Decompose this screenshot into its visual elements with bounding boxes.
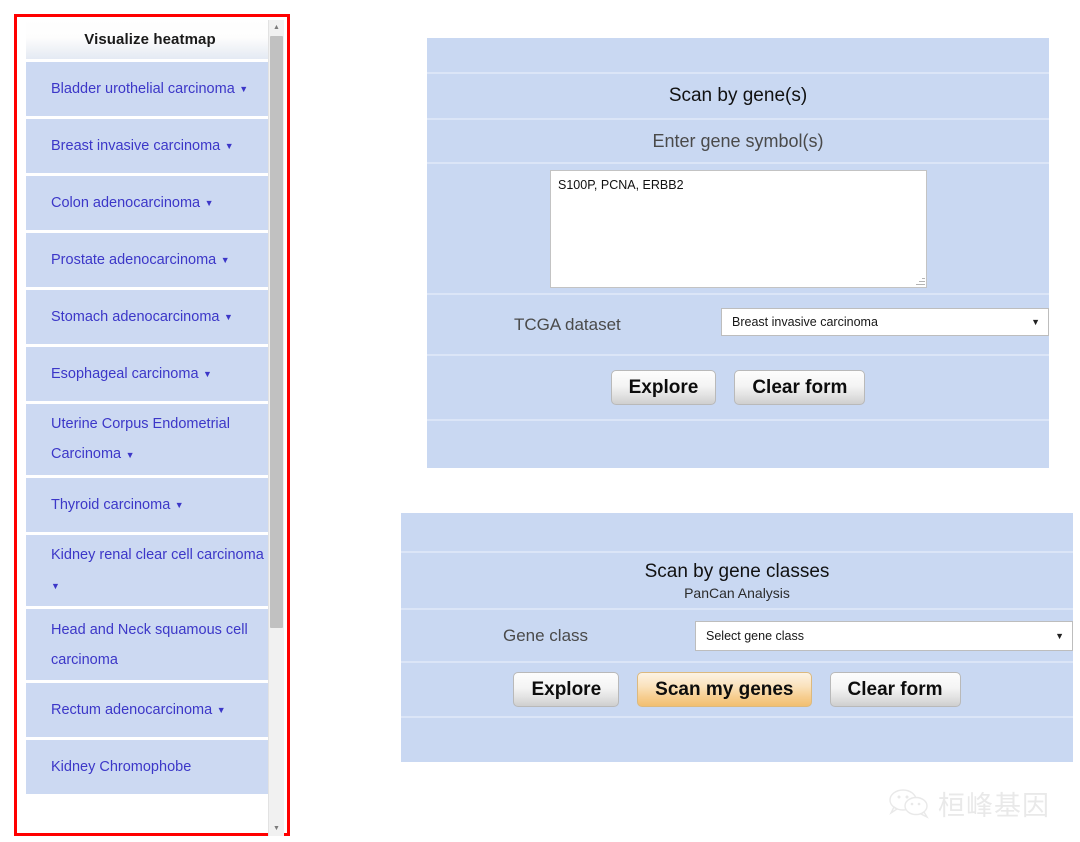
scroll-down-arrow-icon[interactable]: ▼ <box>269 821 284 836</box>
sidebar-item-label: Stomach adenocarcinoma ▼ <box>51 308 233 325</box>
chevron-down-icon[interactable]: ▼ <box>172 500 184 511</box>
sidebar-item-11[interactable]: Kidney Chromophobe <box>26 737 274 794</box>
classes-spacer-top <box>401 513 1073 553</box>
gene-textarea-row <box>427 164 1049 295</box>
gene-input-label: Enter gene symbol(s) <box>652 130 824 151</box>
gene-symbols-input[interactable] <box>550 170 927 288</box>
gene-class-select[interactable]: Select gene class ▼ <box>695 621 1073 651</box>
sidebar-item-label: Breast invasive carcinoma ▼ <box>51 137 234 154</box>
clear-form-button-classes[interactable]: Clear form <box>829 672 961 707</box>
scan-by-gene-classes-title-row: Scan by gene classes PanCan Analysis <box>401 553 1073 610</box>
sidebar-item-4[interactable]: Stomach adenocarcinoma ▼ <box>26 287 274 344</box>
tcga-dataset-row: TCGA dataset Breast invasive carcinoma ▼ <box>427 295 1049 356</box>
gene-input-label-row: Enter gene symbol(s) <box>427 120 1049 164</box>
panel-spacer-bottom <box>427 421 1049 468</box>
sidebar-item-0[interactable]: Bladder urothelial carcinoma ▼ <box>26 59 274 116</box>
scrollbar-thumb[interactable] <box>270 36 283 628</box>
sidebar-item-8[interactable]: Kidney renal clear cell carcinoma ▼ <box>26 532 274 606</box>
chevron-down-icon: ▼ <box>1055 631 1064 641</box>
chevron-down-icon[interactable]: ▼ <box>202 198 214 209</box>
chevron-down-icon[interactable]: ▼ <box>221 312 233 323</box>
sidebar-item-label: Head and Neck squamous cell carcinoma <box>51 621 248 668</box>
explore-button-genes[interactable]: Explore <box>610 370 717 405</box>
chevron-down-icon[interactable]: ▼ <box>123 449 135 460</box>
watermark-text: 桓峰基因 <box>938 791 1050 822</box>
chevron-down-icon[interactable]: ▼ <box>236 84 249 95</box>
sidebar-item-label: Colon adenocarcinoma ▼ <box>51 194 214 211</box>
scroll-up-arrow-icon[interactable]: ▲ <box>269 20 284 35</box>
sidebar-list: Visualize heatmap Bladder urothelial car… <box>26 20 274 794</box>
sidebar-scrollbar[interactable]: ▲ ▼ <box>268 20 284 836</box>
chevron-down-icon[interactable]: ▼ <box>200 369 212 380</box>
sidebar-item-9[interactable]: Head and Neck squamous cell carcinoma <box>26 606 274 680</box>
wechat-logo-icon <box>889 788 929 819</box>
tcga-dataset-label: TCGA dataset <box>514 315 621 334</box>
chevron-down-icon[interactable]: ▼ <box>51 580 60 591</box>
watermark: 桓峰基因 <box>888 784 1050 823</box>
scan-my-genes-button[interactable]: Scan my genes <box>637 672 812 707</box>
sidebar-item-1[interactable]: Breast invasive carcinoma ▼ <box>26 116 274 173</box>
sidebar-item-7[interactable]: Thyroid carcinoma ▼ <box>26 475 274 532</box>
chevron-down-icon[interactable]: ▼ <box>214 705 226 716</box>
scan-by-gene-classes-title: Scan by gene classes <box>644 560 830 582</box>
classes-spacer-bottom <box>401 718 1073 762</box>
sidebar-item-2[interactable]: Colon adenocarcinoma ▼ <box>26 173 274 230</box>
scan-by-genes-title: Scan by gene(s) <box>668 85 808 106</box>
panel-spacer-top <box>427 38 1049 74</box>
tcga-dataset-select-value: Breast invasive carcinoma <box>732 315 878 329</box>
chevron-down-icon: ▼ <box>1031 317 1040 327</box>
sidebar-item-label: Thyroid carcinoma ▼ <box>51 496 184 513</box>
tcga-dataset-select[interactable]: Breast invasive carcinoma ▼ <box>721 308 1049 336</box>
chevron-down-icon[interactable]: ▼ <box>222 141 234 152</box>
sidebar-item-6[interactable]: Uterine Corpus Endometrial Carcinoma ▼ <box>26 401 274 475</box>
scan-by-genes-actions-row: Explore Clear form <box>427 356 1049 421</box>
sidebar-highlight-box: Visualize heatmap Bladder urothelial car… <box>14 14 290 836</box>
gene-class-select-value: Select gene class <box>706 629 804 643</box>
sidebar-item-10[interactable]: Rectum adenocarcinoma ▼ <box>26 680 274 737</box>
gene-class-label: Gene class <box>503 626 589 645</box>
gene-class-row: Gene class Select gene class ▼ <box>401 610 1073 663</box>
scan-by-genes-panel: Scan by gene(s) Enter gene symbol(s) TCG… <box>427 38 1049 468</box>
sidebar-item-label: Bladder urothelial carcinoma ▼ <box>51 80 249 97</box>
sidebar-scroll-area[interactable]: Visualize heatmap Bladder urothelial car… <box>20 20 284 830</box>
sidebar-item-label: Esophageal carcinoma ▼ <box>51 365 212 382</box>
scan-by-gene-classes-actions-row: Explore Scan my genes Clear form <box>401 663 1073 718</box>
chevron-down-icon[interactable]: ▼ <box>218 255 230 266</box>
sidebar-item-5[interactable]: Esophageal carcinoma ▼ <box>26 344 274 401</box>
scan-by-genes-title-row: Scan by gene(s) <box>427 74 1049 120</box>
explore-button-classes[interactable]: Explore <box>513 672 620 707</box>
sidebar-header: Visualize heatmap <box>26 20 274 59</box>
scan-by-gene-classes-subtitle: PanCan Analysis <box>684 584 790 601</box>
sidebar-item-3[interactable]: Prostate adenocarcinoma ▼ <box>26 230 274 287</box>
clear-form-button-genes[interactable]: Clear form <box>734 370 866 405</box>
sidebar-item-label: Uterine Corpus Endometrial Carcinoma ▼ <box>51 416 230 463</box>
sidebar-item-label: Rectum adenocarcinoma ▼ <box>51 701 226 718</box>
scan-by-gene-classes-panel: Scan by gene classes PanCan Analysis Gen… <box>401 513 1073 762</box>
sidebar-item-label: Kidney Chromophobe <box>51 759 192 775</box>
sidebar-item-label: Prostate adenocarcinoma ▼ <box>51 251 230 268</box>
sidebar-item-label: Kidney renal clear cell carcinoma ▼ <box>51 547 264 591</box>
